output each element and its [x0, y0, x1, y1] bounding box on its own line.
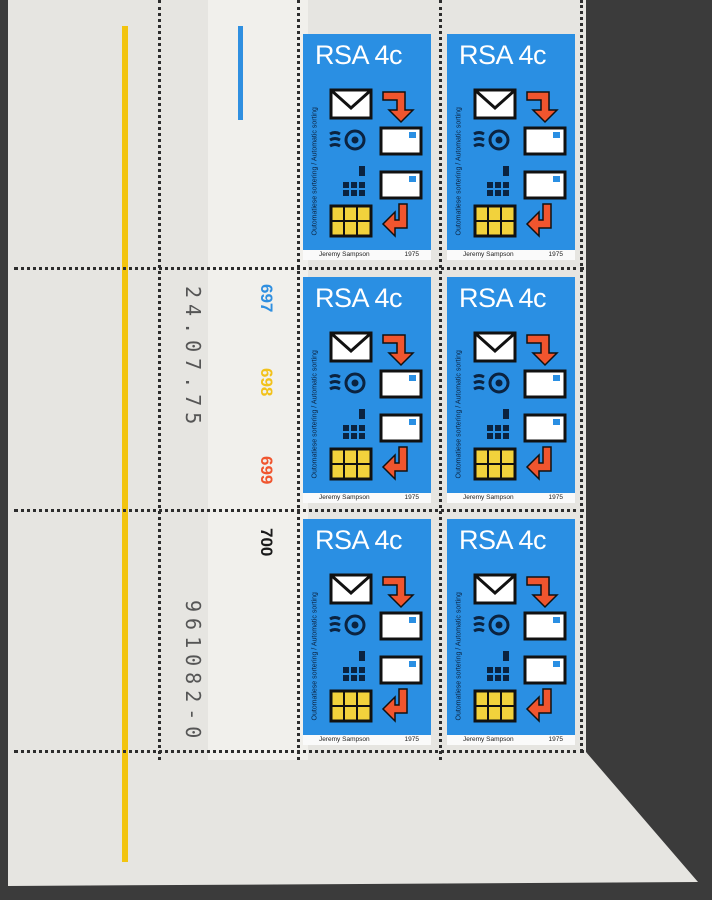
stamp-side-text: Outomatiese sortering / Automatic sortin…: [455, 592, 463, 721]
perforation: [14, 267, 584, 270]
control-number: 698: [257, 368, 276, 397]
stamp-title: RSA 4c: [459, 283, 547, 313]
mail-sorting-icons: [329, 331, 423, 481]
stamp-side-text: Outomatiese sortering / Automatic sortin…: [311, 592, 319, 721]
printing-date: 24.07.75: [181, 286, 205, 431]
mail-sorting-icons: [473, 88, 567, 238]
perforation: [14, 509, 584, 512]
perforation: [158, 0, 161, 760]
perforation: [14, 750, 584, 753]
mail-sorting-icons: [329, 573, 423, 723]
mail-sorting-icons: [473, 573, 567, 723]
stamp-side-text: Outomatiese sortering / Automatic sortin…: [311, 107, 319, 236]
stamp-title: RSA 4c: [315, 283, 403, 313]
yellow-colour-bar: [122, 26, 128, 862]
stamp-design: RSA 4c Outomatiese sortering / Automatic…: [447, 277, 575, 493]
stamp: RSA 4c Outomatiese sortering / Automatic…: [447, 34, 575, 260]
stamp-year: 1975: [548, 494, 563, 501]
blue-colour-bar: [238, 26, 243, 120]
designer-credit: Jeremy Sampson: [463, 251, 514, 258]
perforation: [297, 0, 300, 760]
designer-credit: Jeremy Sampson: [463, 494, 514, 501]
stamp-year: 1975: [404, 736, 419, 743]
designer-credit: Jeremy Sampson: [319, 494, 370, 501]
stamp-year: 1975: [404, 251, 419, 258]
perforation: [580, 0, 583, 752]
stamp-title: RSA 4c: [315, 40, 403, 70]
designer-credit: Jeremy Sampson: [319, 251, 370, 258]
stamp: RSA 4c Outomatiese sortering / Automatic…: [447, 519, 575, 745]
stamp-title: RSA 4c: [459, 40, 547, 70]
stamp-side-text: Outomatiese sortering / Automatic sortin…: [455, 350, 463, 479]
margin-light-strip: [208, 0, 308, 760]
stamp-design: RSA 4c Outomatiese sortering / Automatic…: [303, 519, 431, 735]
stamp-title: RSA 4c: [459, 525, 547, 555]
control-number: 699: [257, 456, 276, 485]
stamp-side-text: Outomatiese sortering / Automatic sortin…: [455, 107, 463, 236]
stamp-year: 1975: [548, 251, 563, 258]
stamp: RSA 4c Outomatiese sortering / Automatic…: [303, 519, 431, 745]
stamp-year: 1975: [404, 494, 419, 501]
mail-sorting-icons: [473, 331, 567, 481]
designer-credit: Jeremy Sampson: [319, 736, 370, 743]
stamp: RSA 4c Outomatiese sortering / Automatic…: [303, 34, 431, 260]
stamp: RSA 4c Outomatiese sortering / Automatic…: [447, 277, 575, 503]
stamp: RSA 4c Outomatiese sortering / Automatic…: [303, 277, 431, 503]
mail-sorting-icons: [329, 88, 423, 238]
control-number: 697: [257, 284, 276, 313]
control-number: 700: [257, 528, 276, 557]
sheet-number: 961082-0: [181, 600, 205, 745]
designer-credit: Jeremy Sampson: [463, 736, 514, 743]
stamp-design: RSA 4c Outomatiese sortering / Automatic…: [303, 34, 431, 250]
stamp-design: RSA 4c Outomatiese sortering / Automatic…: [303, 277, 431, 493]
stamp-design: RSA 4c Outomatiese sortering / Automatic…: [447, 519, 575, 735]
stamp-design: RSA 4c Outomatiese sortering / Automatic…: [447, 34, 575, 250]
stamp-side-text: Outomatiese sortering / Automatic sortin…: [311, 350, 319, 479]
stamp-year: 1975: [548, 736, 563, 743]
perforation: [439, 0, 442, 760]
stamp-title: RSA 4c: [315, 525, 403, 555]
